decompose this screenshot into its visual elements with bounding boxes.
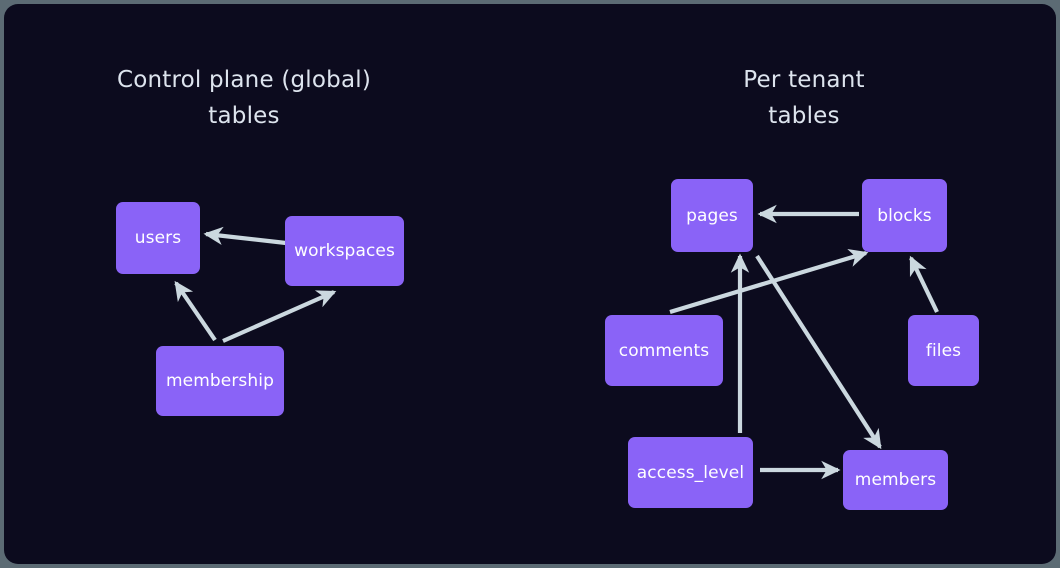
node-label: membership bbox=[166, 371, 274, 391]
node-label: workspaces bbox=[294, 241, 395, 261]
node-workspaces[interactable]: workspaces bbox=[285, 216, 404, 286]
edge-membership-to-users bbox=[174, 280, 217, 342]
edge-files-to-blocks bbox=[909, 255, 939, 313]
node-membership[interactable]: membership bbox=[156, 346, 284, 416]
node-files[interactable]: files bbox=[908, 315, 979, 386]
node-label: pages bbox=[686, 205, 738, 226]
node-label: users bbox=[134, 228, 182, 248]
node-access_level[interactable]: access_level bbox=[628, 437, 753, 508]
node-blocks[interactable]: blocks bbox=[862, 179, 947, 252]
node-label: access_level bbox=[636, 462, 745, 483]
edge-membership-to-workspaces bbox=[222, 290, 337, 343]
section-title-per-tenant: Per tenant tables bbox=[743, 67, 865, 129]
node-members[interactable]: members bbox=[843, 450, 948, 510]
edge-workspaces-to-users bbox=[203, 226, 287, 246]
node-label: blocks bbox=[877, 205, 932, 226]
node-comments[interactable]: comments bbox=[605, 315, 723, 386]
node-label: members bbox=[854, 470, 937, 490]
node-users[interactable]: users bbox=[116, 202, 200, 274]
diagram-panel: Control plane (global) tables Per tenant… bbox=[4, 4, 1056, 564]
section-title-control-plane: Control plane (global) tables bbox=[116, 67, 372, 129]
node-label: comments bbox=[618, 340, 710, 361]
edge-comments-to-blocks bbox=[669, 248, 869, 315]
node-label: files bbox=[925, 340, 962, 361]
node-pages[interactable]: pages bbox=[671, 179, 753, 252]
edge-pages-to-members bbox=[755, 254, 882, 450]
